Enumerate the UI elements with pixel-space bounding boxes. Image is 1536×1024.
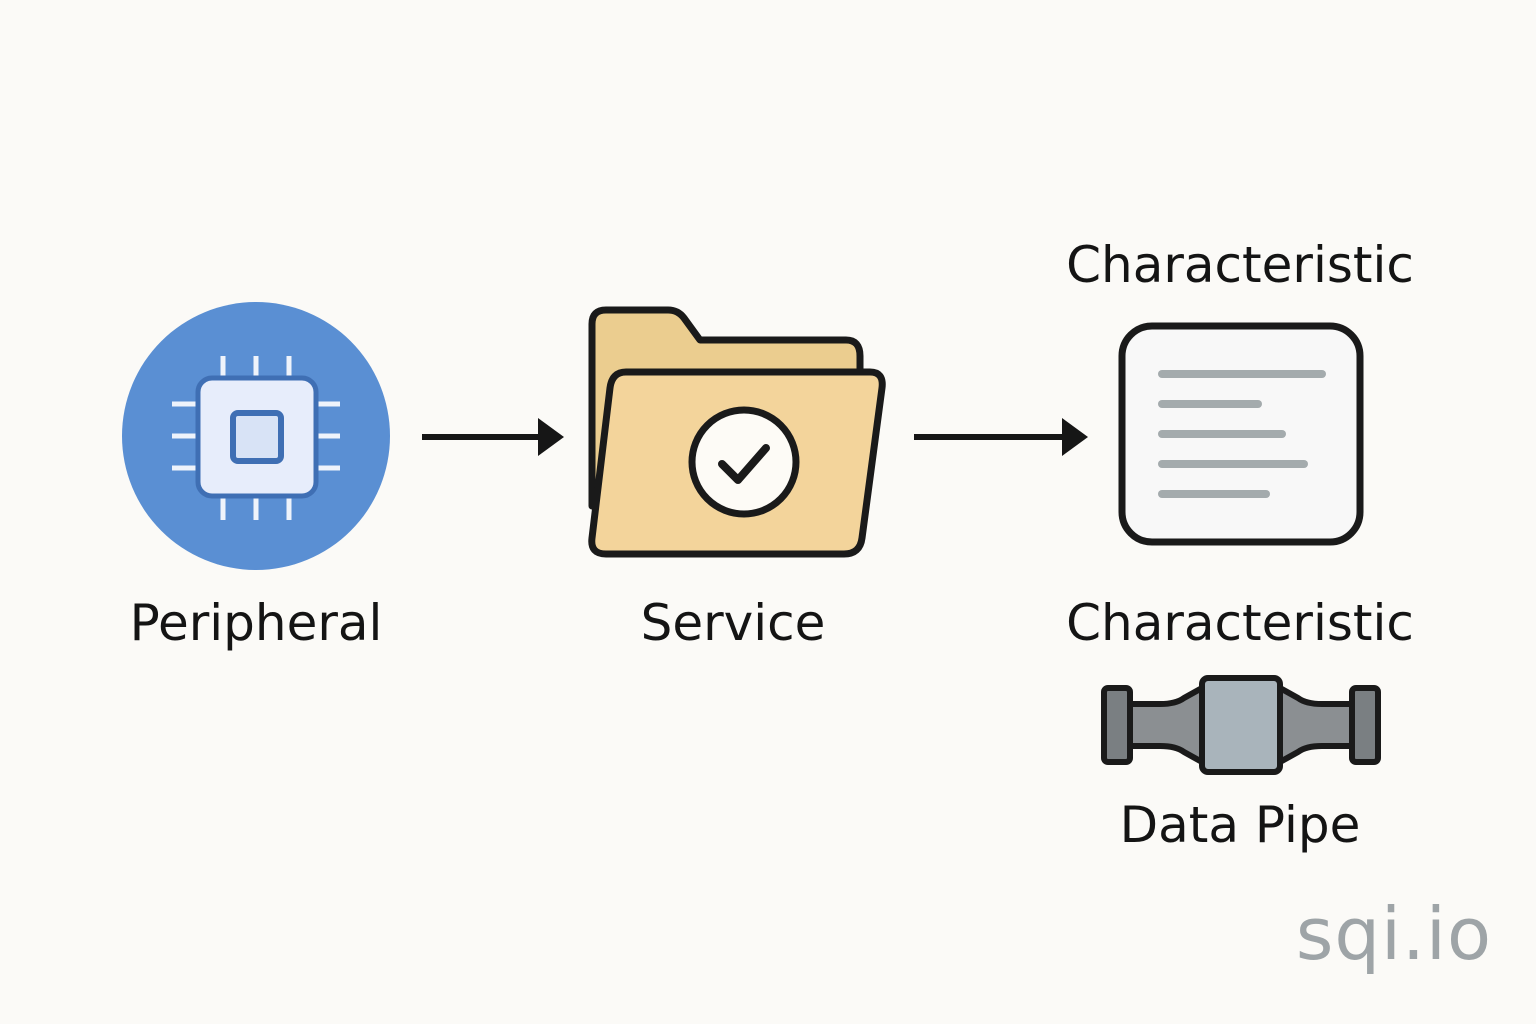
folder-check-icon <box>588 306 886 558</box>
chip-icon <box>122 302 390 570</box>
watermark-logo: sqi.io <box>1295 892 1492 976</box>
arrow-right-icon <box>914 418 1088 456</box>
characteristic-top-label: Characteristic <box>1066 236 1414 294</box>
data-pipe-label: Data Pipe <box>1119 796 1361 854</box>
peripheral-label: Peripheral <box>129 594 383 652</box>
characteristic-label: Characteristic <box>1066 594 1414 652</box>
service-label: Service <box>640 594 826 652</box>
document-lines-icon <box>1118 322 1364 546</box>
arrow-right-icon <box>422 418 564 456</box>
pipe-icon <box>1101 675 1381 775</box>
